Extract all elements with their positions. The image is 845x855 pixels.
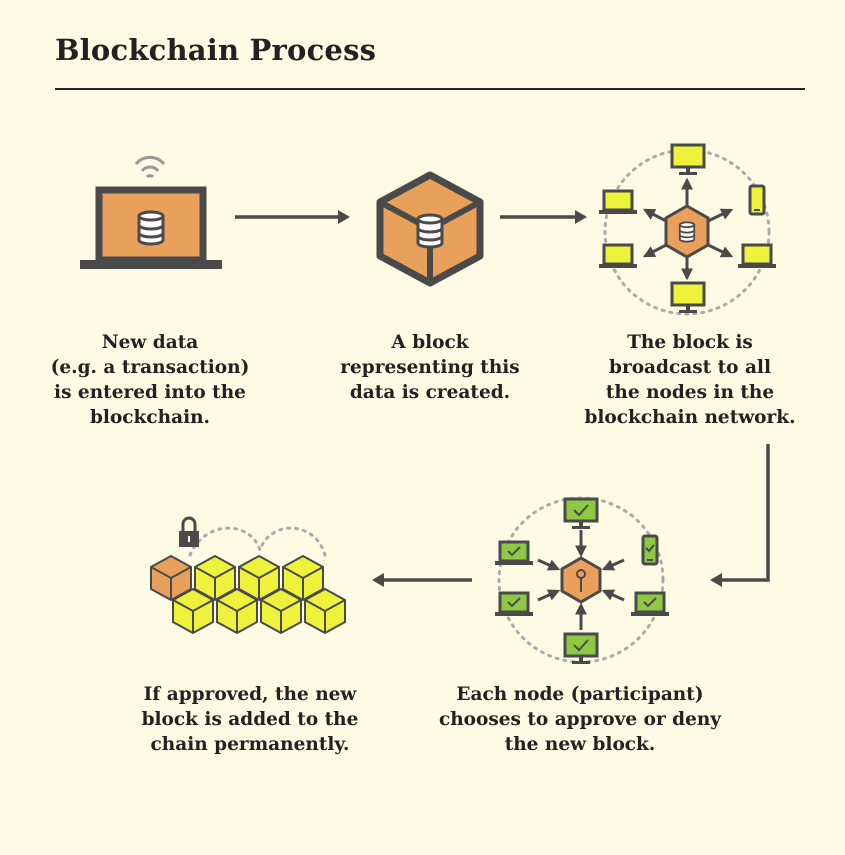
arrow-left: [372, 573, 472, 587]
block-cube-icon: [376, 171, 484, 287]
arrow-right-1: [235, 210, 350, 224]
step-4-caption: Each node (participant) chooses to appro…: [438, 684, 722, 755]
laptop-database-icon: [80, 155, 222, 269]
node-approval-icon: [493, 496, 671, 666]
step-2-caption: A block representing this data is create…: [340, 332, 520, 403]
page-title: Blockchain Process: [55, 33, 377, 67]
step-1-caption: New data (e.g. a transaction) is entered…: [50, 332, 250, 428]
locked-chain-icon: [150, 516, 346, 634]
arrow-down-left: [710, 444, 770, 587]
step-3-caption: The block is broadcast to all the nodes …: [584, 332, 796, 428]
step-5-caption: If approved, the new block is added to t…: [141, 684, 359, 755]
title-divider: [55, 88, 805, 90]
network-broadcast-icon: [597, 143, 778, 316]
arrow-right-2: [500, 210, 587, 224]
